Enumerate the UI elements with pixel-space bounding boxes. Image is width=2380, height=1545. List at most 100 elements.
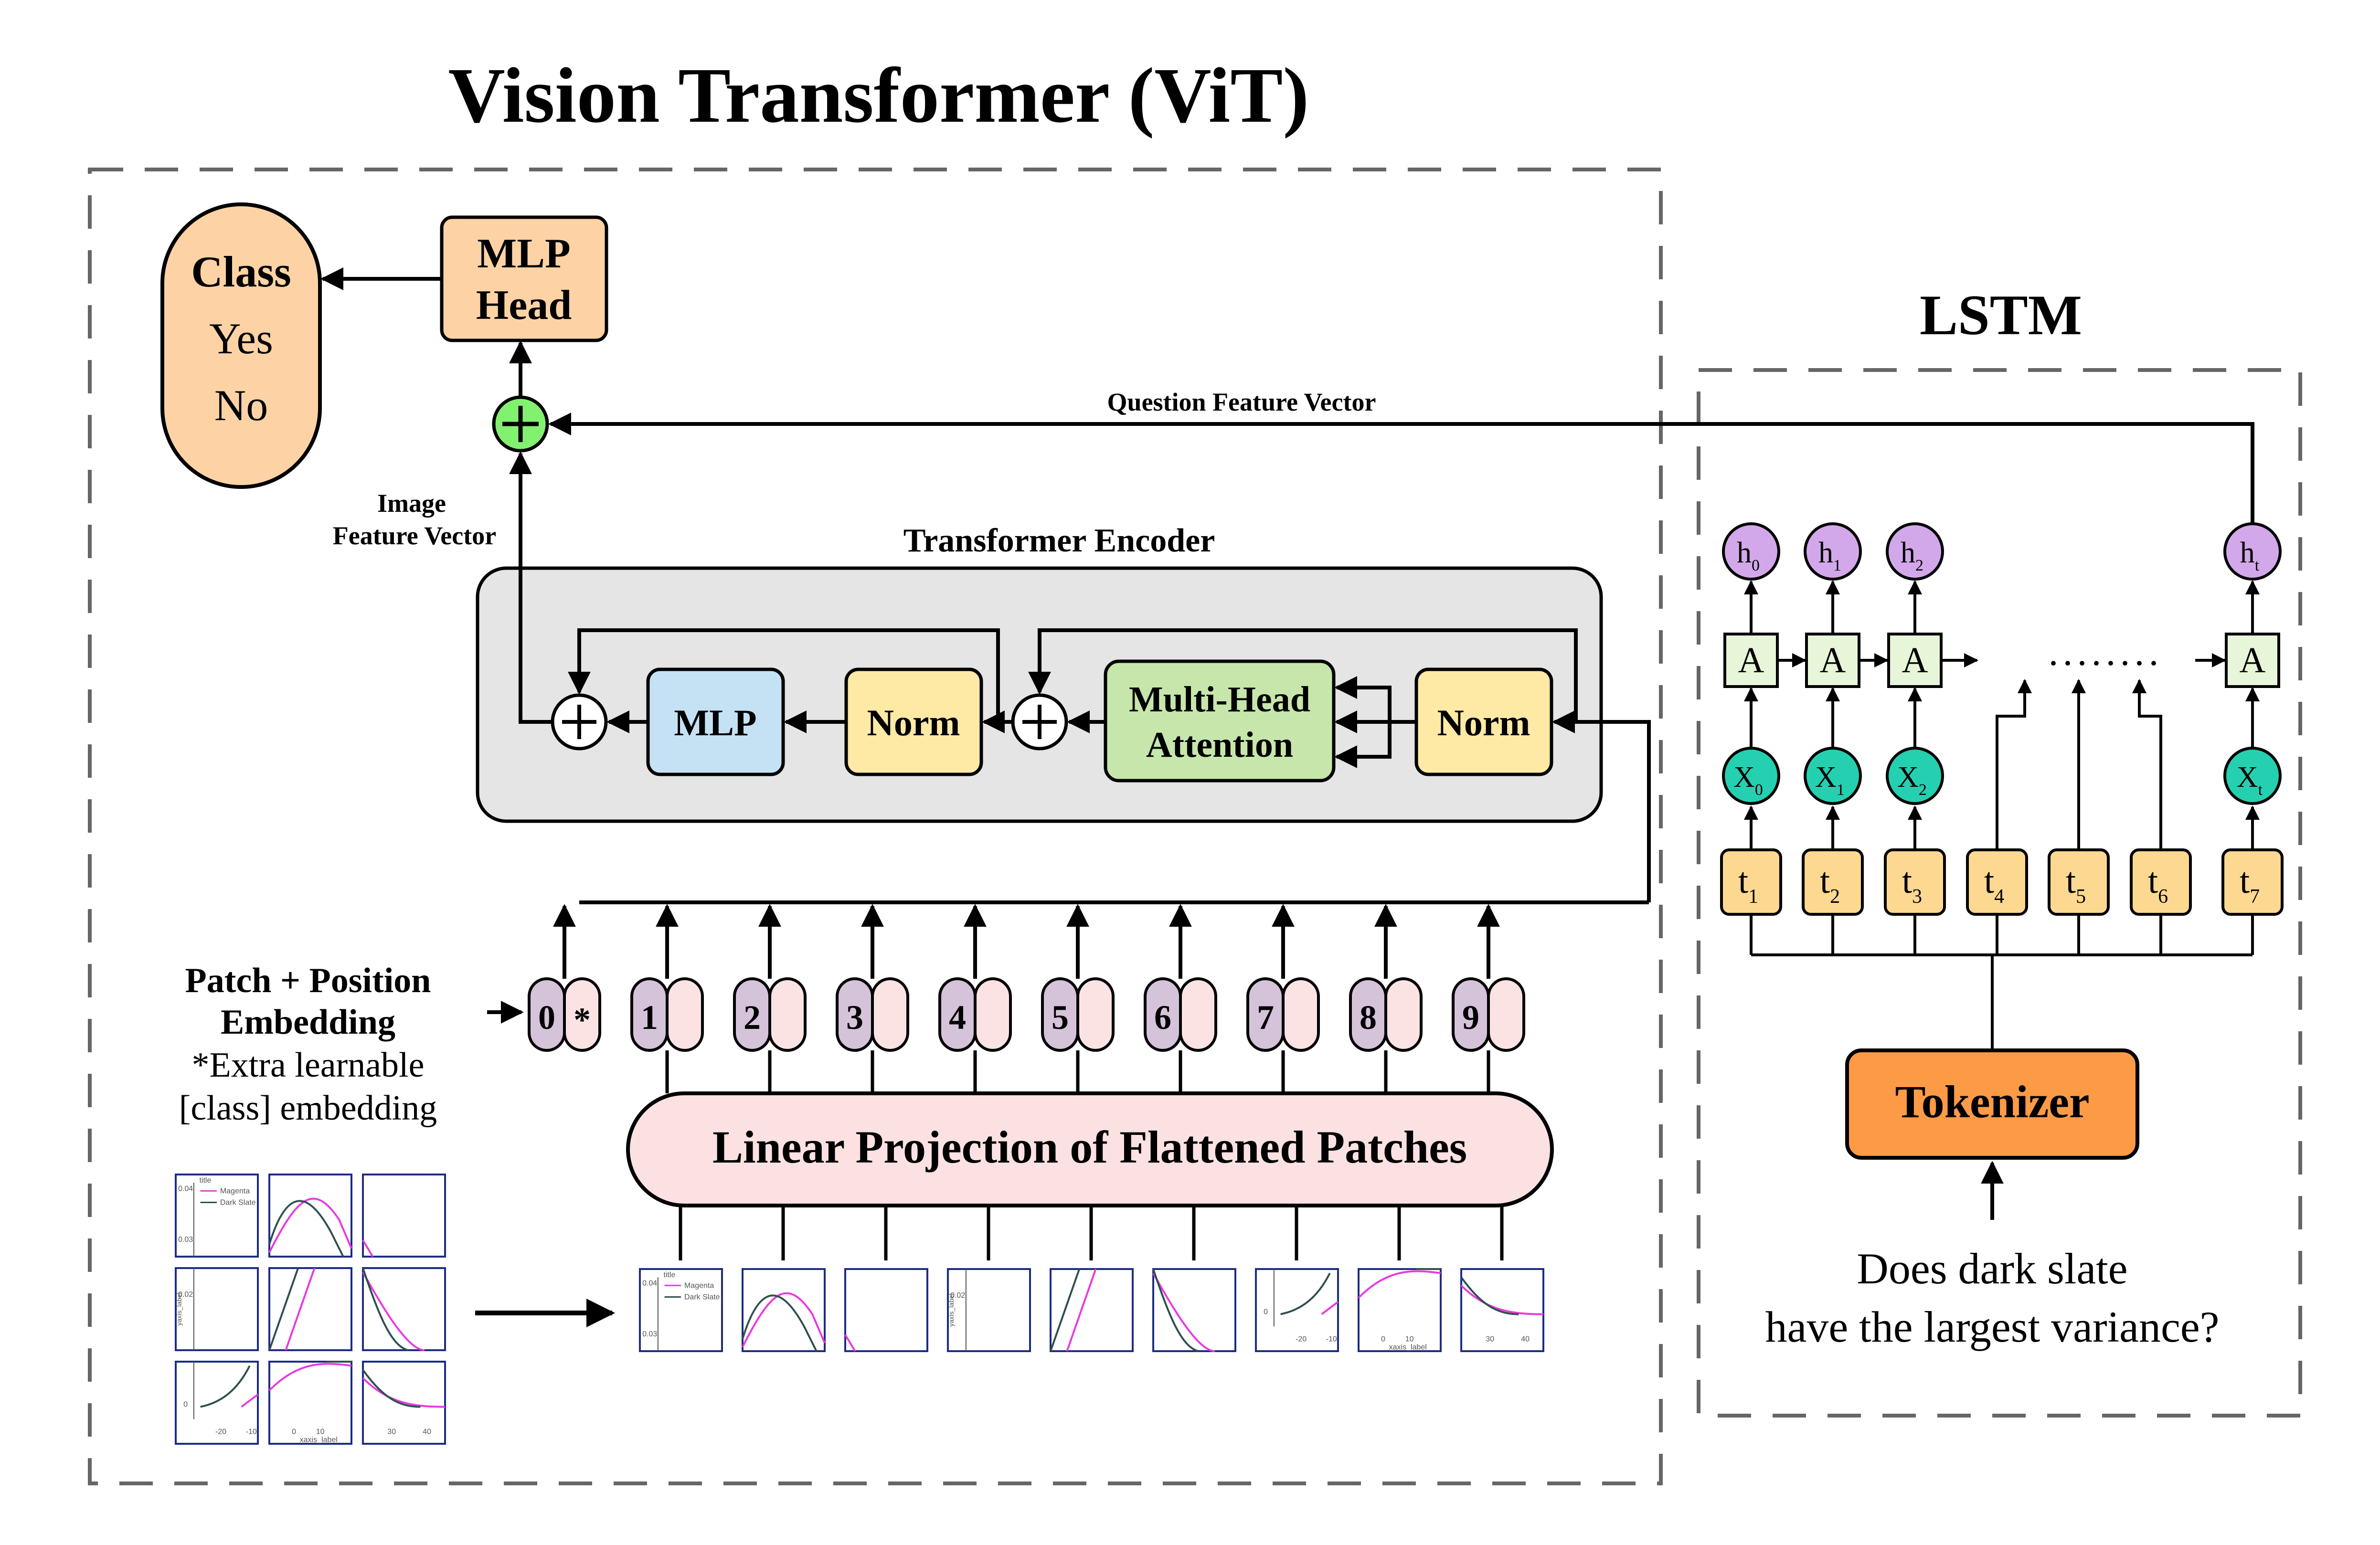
encoder-arrows <box>568 628 1651 902</box>
plus-fusion-icon <box>492 395 549 453</box>
curve <box>200 1365 251 1408</box>
patch-token-0: 0* <box>528 977 601 1052</box>
image-patch <box>268 1174 352 1258</box>
image-patch: 0 -20 -10 <box>175 1361 259 1445</box>
lstm-input-node: Xt <box>2223 747 2282 805</box>
thumbnail-ytick: 0.02 <box>178 1291 193 1299</box>
cell-label: A <box>1820 640 1846 680</box>
image-feature-arrow <box>509 451 555 724</box>
lstm-token-t7: t7 <box>2221 848 2284 955</box>
lstm-hidden-node: h2 <box>1886 522 1944 581</box>
patch-border <box>268 1361 352 1445</box>
lstm-token-label: t4 <box>1984 861 2004 908</box>
image-patch <box>362 1174 446 1258</box>
token-arrows <box>553 904 1500 979</box>
input-label: X0 <box>1733 761 1763 799</box>
lstm-token-label: t1 <box>1738 861 1758 908</box>
cell-label: A <box>2240 640 2266 680</box>
question-line1: Does dark slate <box>1857 1244 2127 1293</box>
patch-border <box>268 1267 352 1351</box>
token-number: 4 <box>949 998 966 1037</box>
hidden-label: h0 <box>1737 537 1760 574</box>
patch-token-2: 2 <box>733 977 807 1052</box>
token-number: 0 <box>538 998 555 1037</box>
curve <box>362 1377 446 1408</box>
curve <box>268 1363 352 1391</box>
patch-embedding <box>1179 977 1217 1052</box>
tokenizer-box: Tokenizer <box>1845 1048 2139 1160</box>
input-label: X2 <box>1897 761 1927 799</box>
lstm-token-t1: t1 <box>1720 848 1782 955</box>
patch-border <box>362 1267 446 1351</box>
class-token-mark: * <box>574 1001 591 1039</box>
legend-label: Dark Slate <box>684 1293 720 1302</box>
legend-label: Dark Slate <box>220 1199 256 1207</box>
thumbnail-xtick: -20 <box>215 1428 226 1436</box>
lstm-cell: A <box>1887 633 1943 688</box>
thumbnail-xtick: -20 <box>1296 1335 1307 1343</box>
lstm-hidden-node: h1 <box>1804 522 1862 581</box>
encoder-mlp-label: MLP <box>674 702 756 743</box>
encoder-norm-box-2: Norm <box>1414 667 1553 776</box>
token-number: 8 <box>1360 998 1377 1037</box>
thumbnail-xtick: -10 <box>1326 1335 1337 1343</box>
token-number: 9 <box>1462 998 1479 1037</box>
lstm-token-t5: t5 <box>2048 848 2110 955</box>
patch-embedding <box>768 977 807 1052</box>
patch-embedding <box>1282 977 1320 1052</box>
embedding-line3: *Extra learnable <box>192 1046 425 1085</box>
lstm-cell: A <box>1805 633 1860 688</box>
curve <box>742 1294 818 1352</box>
arrow-t6-up <box>2132 679 2162 850</box>
curve <box>268 1200 344 1257</box>
tokenizer-label: Tokenizer <box>1895 1076 2089 1127</box>
hidden-circle <box>1804 522 1862 581</box>
curve <box>362 1271 425 1351</box>
thumbnail-title: title <box>199 1176 211 1185</box>
embedding-line1: Patch + Position <box>185 961 431 1000</box>
curve <box>362 1239 374 1258</box>
curve <box>285 1268 316 1351</box>
thumbnail-xtick: -10 <box>246 1428 257 1436</box>
thumbnail-ytick: 0 <box>183 1401 188 1409</box>
thumbnail-xtick: 10 <box>1405 1335 1414 1343</box>
patch-border <box>742 1268 826 1352</box>
input-label: X1 <box>1815 761 1845 799</box>
patch-token-5: 5 <box>1041 977 1115 1052</box>
linear-projection-box: Linear Projection of Flattened Patches <box>626 1091 1554 1207</box>
patch-embedding <box>1384 977 1423 1052</box>
patch-border <box>268 1174 352 1258</box>
lstm-token-label: t6 <box>2148 861 2168 908</box>
thumbnail-xtick: 0 <box>1381 1335 1385 1343</box>
question-feature-label: Question Feature Vector <box>1107 388 1376 416</box>
curve <box>1066 1269 1097 1352</box>
vit-title: Vision Transformer (ViT) <box>448 52 1309 139</box>
thumbnail-ytick: 0.02 <box>950 1291 965 1300</box>
vit-frame <box>88 168 1663 1485</box>
patch-border <box>639 1268 723 1352</box>
token-number: 3 <box>846 998 863 1037</box>
thumbnail-xtick: 40 <box>1521 1335 1530 1343</box>
patch-border <box>362 1174 446 1258</box>
encoder-norm-box-1: Norm <box>844 667 983 776</box>
curve <box>742 1292 826 1348</box>
thumbnail-xtick: 40 <box>423 1428 431 1436</box>
lstm-input-node: X2 <box>1886 747 1944 805</box>
lstm-token-label: t3 <box>1902 861 1922 908</box>
curve <box>268 1268 299 1351</box>
thumbnail-ylabel: yaxis_label <box>175 1292 183 1325</box>
curve <box>268 1197 352 1253</box>
thumbnail-xlabel: xaxis_label <box>300 1436 338 1444</box>
token-number: 6 <box>1154 998 1171 1037</box>
cell-box <box>1723 633 1779 688</box>
question-line2: have the largest variance? <box>1765 1302 2220 1351</box>
curve <box>1152 1272 1215 1352</box>
mlp-head-box: MLP Head <box>440 215 608 342</box>
embedding-line4: [class] embedding <box>179 1089 437 1128</box>
